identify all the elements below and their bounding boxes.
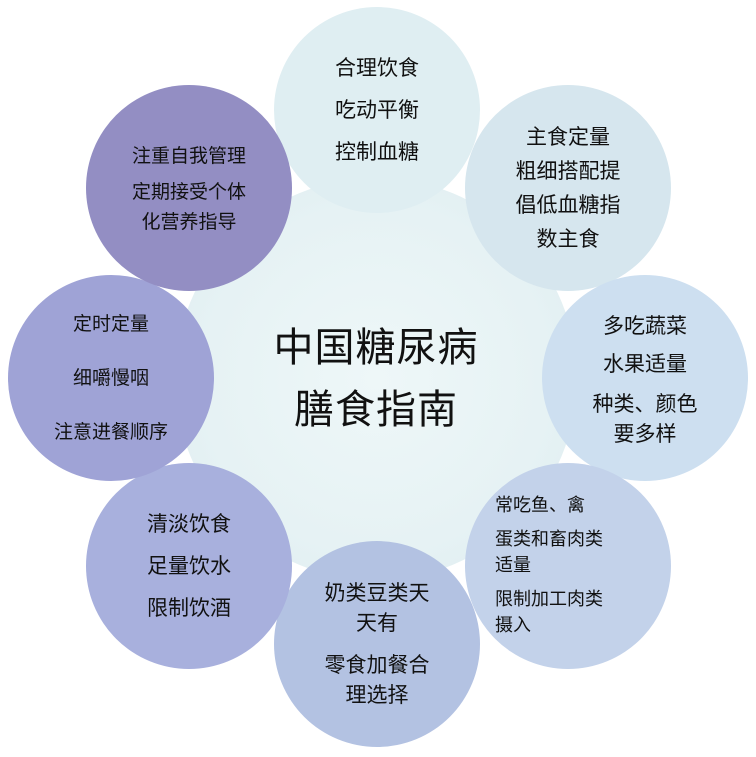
bubble-light-diet-water: 清淡饮食 足量饮水 限制饮酒: [86, 463, 292, 669]
bubble-text: 清淡饮食: [147, 512, 231, 536]
bubble-text: 限制加工肉类: [495, 589, 603, 610]
bubble-text: 蛋类和畜肉类: [495, 529, 603, 550]
bubble-text: 注意进餐顺序: [53, 421, 168, 443]
bubble-self-management: 注重自我管理 定期接受个体 化营养指导: [86, 85, 292, 291]
bubble-text: 零食加餐合: [324, 653, 430, 677]
bubble-text: 化营养指导: [141, 211, 237, 233]
bubble-text: 数主食: [536, 227, 600, 251]
bubble-text: 奶类豆类天: [324, 581, 430, 605]
bubble-dairy-soy-snacks: 奶类豆类天 天有 零食加餐合 理选择: [274, 541, 480, 747]
center-title-line-2: 膳食指南: [294, 387, 458, 433]
bubble-text: 定期接受个体: [131, 181, 246, 203]
bubble-text: 摄入: [495, 615, 531, 636]
bubble-text: 常吃鱼、禽: [495, 495, 585, 516]
bubble-text: 吃动平衡: [335, 98, 419, 122]
bubble-staple-food: 主食定量 粗细搭配提 倡低血糖指 数主食: [465, 85, 671, 291]
bubble-text: 合理饮食: [335, 56, 419, 80]
bubble-text: 定时定量: [72, 313, 149, 335]
bubble-fish-poultry-meat: 常吃鱼、禽 蛋类和畜肉类 适量 限制加工肉类 摄入: [465, 463, 671, 669]
bubble-text: 水果适量: [603, 352, 687, 376]
bubble-text: 要多样: [613, 422, 677, 446]
bubble-text: 注重自我管理: [131, 145, 246, 167]
center-title-line-1: 中国糖尿病: [273, 325, 479, 371]
bubble-text: 多吃蔬菜: [603, 314, 687, 338]
bubble-text: 主食定量: [526, 125, 610, 149]
bubble-text: 天有: [356, 611, 398, 635]
bubble-regular-meals: 定时定量 细嚼慢咽 注意进餐顺序: [8, 275, 214, 481]
bubble-text: 种类、颜色: [592, 392, 698, 416]
bubble-text: 控制血糖: [335, 140, 419, 164]
bubble-text: 粗细搭配提: [515, 159, 621, 183]
bubble-text: 细嚼慢咽: [72, 367, 149, 389]
bubble-text: 适量: [495, 555, 531, 576]
bubble-balanced-diet: 合理饮食 吃动平衡 控制血糖: [274, 7, 480, 213]
bubble-text: 理选择: [345, 683, 409, 707]
bubble-vegetables-fruit: 多吃蔬菜 水果适量 种类、颜色 要多样: [542, 275, 748, 481]
bubble-text: 倡低血糖指: [515, 193, 621, 217]
bubble-text: 足量饮水: [147, 554, 231, 578]
bubble-text: 限制饮酒: [147, 596, 231, 620]
